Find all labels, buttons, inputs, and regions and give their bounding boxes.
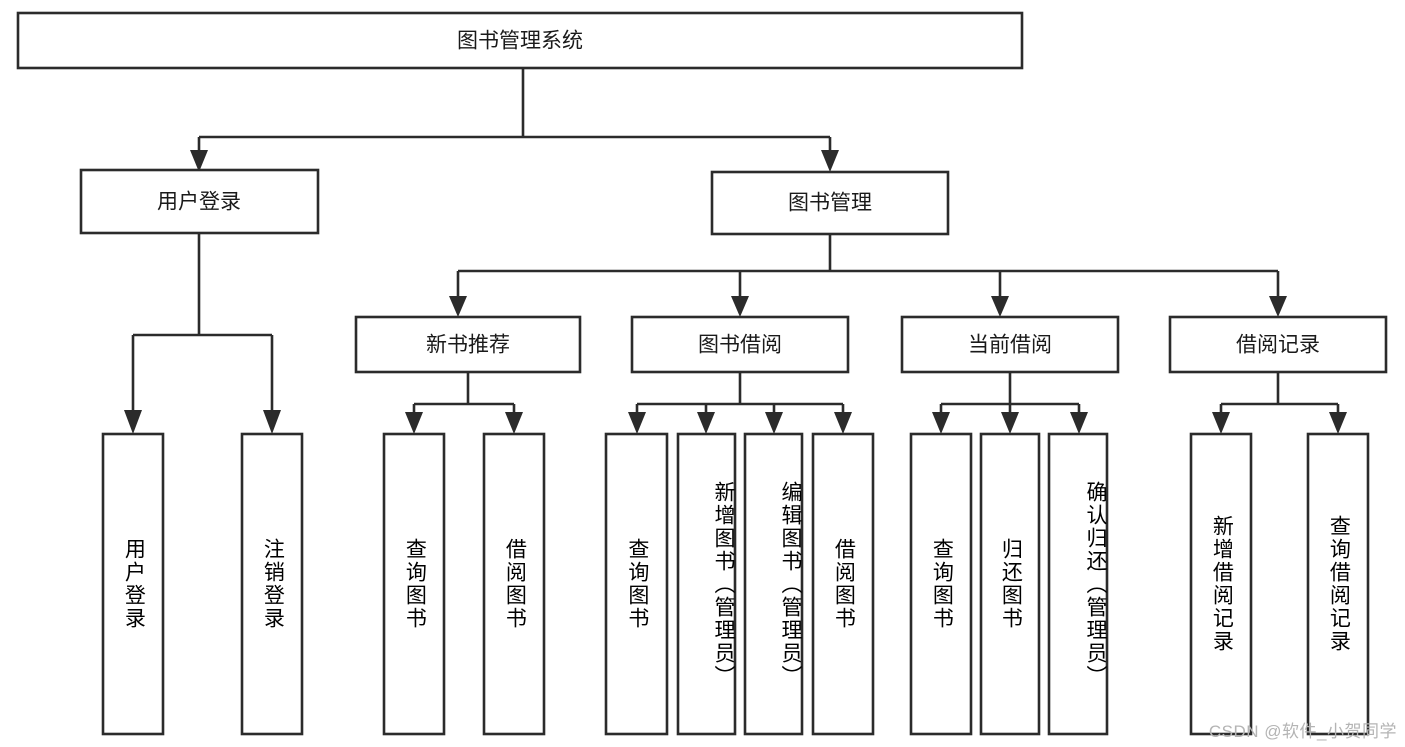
csdn-watermark: CSDN @软件_小贺同学 — [1208, 722, 1397, 741]
arrow-icon-newbook-leaf-1 — [405, 412, 423, 434]
node-leaf-return-book[interactable] — [979, 432, 1041, 736]
node-leaf-confirm-return-admin[interactable] — [1047, 432, 1109, 736]
arrow-icon-bookborrow-leaf-4 — [834, 412, 852, 434]
node-root-book-management-system[interactable] — [16, 11, 1024, 70]
arrow-icon-borrowrecord-leaf-2 — [1329, 412, 1347, 434]
arrow-icon-bookborrow-leaf-2 — [697, 412, 715, 434]
arrowheads-group — [124, 150, 1347, 434]
node-leaf-query-book-newbook[interactable] — [382, 432, 446, 736]
node-leaf-add-borrow-record[interactable] — [1189, 432, 1253, 736]
arrow-icon-currentborrow-leaf-3 — [1070, 412, 1088, 434]
node-borrow-record-label: 借阅记录 — [1236, 334, 1320, 357]
node-book-borrow-label: 图书借阅 — [698, 334, 782, 357]
arrow-icon-to-borrow-record — [1269, 296, 1287, 317]
node-user-login[interactable] — [79, 168, 320, 235]
arrow-icon-to-book-borrow — [731, 296, 749, 317]
node-leaf-query-book-current[interactable] — [909, 432, 973, 736]
nodes-group: 图书管理系统 用户登录 图书管理 新书推荐 图书借阅 当前借阅 借阅记录 — [16, 11, 1388, 736]
arrow-icon-to-leaf-user-login — [124, 410, 142, 434]
arrow-icon-newbook-leaf-2 — [505, 412, 523, 434]
node-new-book-recommend[interactable] — [354, 315, 582, 374]
node-user-login-label: 用户登录 — [157, 191, 241, 214]
node-current-borrow-label: 当前借阅 — [968, 334, 1052, 357]
node-leaf-user-login[interactable] — [101, 432, 165, 736]
arrow-icon-borrowrecord-leaf-1 — [1212, 412, 1230, 434]
arrow-icon-to-new-book — [449, 296, 467, 317]
arrow-icon-to-leaf-logout — [263, 410, 281, 434]
arrow-icon-currentborrow-leaf-1 — [932, 412, 950, 434]
node-root-label: 图书管理系统 — [457, 30, 583, 53]
node-leaf-query-borrow-record[interactable] — [1306, 432, 1370, 736]
node-leaf-borrow-book[interactable] — [811, 432, 875, 736]
node-leaf-add-book-admin[interactable] — [676, 432, 737, 736]
node-leaf-query-book-borrow[interactable] — [604, 432, 669, 736]
arrow-icon-bookborrow-leaf-3 — [765, 412, 783, 434]
node-leaf-logout[interactable] — [240, 432, 304, 736]
node-leaf-borrow-book-newbook[interactable] — [482, 432, 546, 736]
node-current-borrow[interactable] — [900, 315, 1120, 374]
node-leaf-edit-book-admin[interactable] — [743, 432, 804, 736]
node-borrow-record[interactable] — [1168, 315, 1388, 374]
arrow-icon-bookborrow-leaf-1 — [628, 412, 646, 434]
arrow-icon-to-current-borrow — [991, 296, 1009, 317]
node-book-management[interactable] — [710, 170, 950, 236]
arrow-icon-to-book-manage — [821, 150, 839, 172]
node-book-management-label: 图书管理 — [788, 192, 872, 215]
arrow-icon-to-user-login — [190, 150, 208, 172]
node-new-book-recommend-label: 新书推荐 — [426, 334, 510, 357]
arrow-icon-currentborrow-leaf-2 — [1001, 412, 1019, 434]
node-book-borrow[interactable] — [630, 315, 850, 374]
